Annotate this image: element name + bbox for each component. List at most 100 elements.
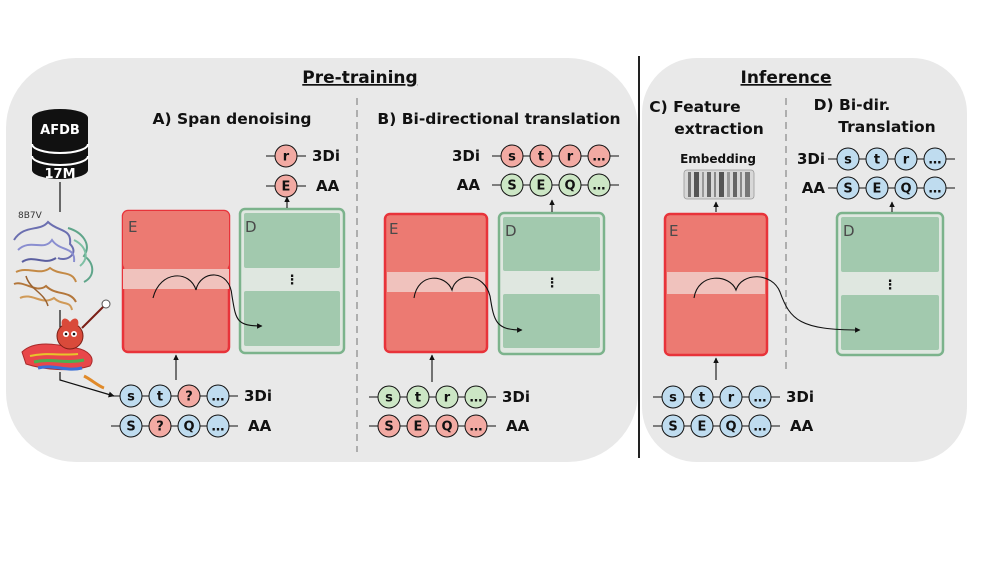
token-circle	[500, 144, 524, 168]
panel-a-title: A) Span denoising	[153, 110, 312, 128]
cross-attention-b	[413, 276, 523, 333]
panel-a-model: E D ⋮	[121, 196, 346, 380]
token-circle	[894, 176, 918, 200]
database-icon: AFDB 17M	[31, 109, 89, 182]
token-circle	[558, 173, 582, 197]
sequence-type-label: AA	[316, 177, 340, 195]
token-circle	[836, 176, 860, 200]
sequence-type-label: 3Di	[312, 147, 340, 165]
pretraining-title: Pre-training	[302, 68, 417, 88]
token-circle	[464, 414, 488, 438]
token-label: s	[385, 391, 393, 406]
token-circle	[719, 385, 743, 409]
token-circle	[748, 385, 772, 409]
token-circle	[274, 144, 298, 168]
token-circle	[177, 384, 201, 408]
cross-attention-a	[152, 274, 263, 329]
token-circle	[377, 414, 401, 438]
embedding-barcode-icon	[683, 169, 755, 200]
token-label: E	[698, 420, 707, 435]
data-flow-arrow	[59, 372, 115, 398]
encoder-label-c: E	[669, 222, 678, 240]
panel-d-title-line2: Translation	[838, 118, 935, 136]
token-circle	[377, 385, 401, 409]
token-circle	[406, 414, 430, 438]
token-label: t	[699, 391, 705, 406]
token-label: s	[508, 150, 516, 165]
structure-id: 8B7V	[18, 211, 43, 221]
token-label: r	[903, 153, 910, 168]
token-circle	[406, 385, 430, 409]
token-label: …	[212, 420, 225, 435]
token-label: E	[873, 182, 882, 197]
token-label: S	[668, 420, 677, 435]
embedding-label: Embedding	[680, 152, 756, 166]
token-circle	[529, 144, 553, 168]
token-circle	[690, 385, 714, 409]
token-circle	[177, 414, 201, 438]
token-label: …	[212, 390, 225, 405]
sequence-a-in-aa: S?Q…AA	[111, 414, 272, 438]
sequence-a-out-aa: E AA	[266, 174, 340, 198]
token-label: t	[157, 390, 163, 405]
decoder-ellipsis-d: ⋮	[884, 278, 897, 293]
token-circle	[529, 173, 553, 197]
token-circle	[148, 384, 172, 408]
token-label: E	[282, 180, 291, 195]
token-label: s	[669, 391, 677, 406]
token-circle	[894, 147, 918, 171]
token-label: …	[593, 179, 606, 194]
panel-c-model: E Embedding	[663, 152, 769, 380]
token-label: Q	[564, 179, 575, 194]
token-circle	[748, 414, 772, 438]
token-circle	[923, 176, 947, 200]
token-label: E	[414, 420, 423, 435]
token-circle	[435, 385, 459, 409]
decoder-label-d: D	[843, 222, 855, 240]
decoder-ellipsis-b: ⋮	[546, 276, 559, 291]
token-circle	[690, 414, 714, 438]
token-label: S	[126, 420, 135, 435]
token-circle	[865, 147, 889, 171]
token-label: t	[415, 391, 421, 406]
token-circle	[661, 414, 685, 438]
token-label: s	[127, 390, 135, 405]
token-label: …	[929, 182, 942, 197]
decoder-label-a: D	[245, 218, 257, 236]
token-circle	[206, 414, 230, 438]
encoder-label-b: E	[389, 220, 398, 238]
token-label: S	[384, 420, 393, 435]
token-label: S	[507, 179, 516, 194]
panel-b-model: E D ⋮	[383, 199, 606, 382]
database-top-label: AFDB	[40, 123, 80, 138]
sequence-type-label: 3Di	[797, 150, 825, 168]
token-label: r	[444, 391, 451, 406]
token-label: …	[754, 391, 767, 406]
token-circle	[119, 414, 143, 438]
token-label: …	[593, 150, 606, 165]
database-bottom-label: 17M	[44, 167, 75, 182]
token-circle	[661, 385, 685, 409]
token-circle	[923, 147, 947, 171]
token-circle	[500, 173, 524, 197]
token-circle	[274, 174, 298, 198]
token-circle	[587, 173, 611, 197]
token-label: r	[728, 391, 735, 406]
token-label: E	[537, 179, 546, 194]
token-circle	[148, 414, 172, 438]
token-label: t	[538, 150, 544, 165]
token-circle	[719, 414, 743, 438]
token-circle	[558, 144, 582, 168]
token-label: s	[844, 153, 852, 168]
token-circle	[119, 384, 143, 408]
token-label: t	[874, 153, 880, 168]
